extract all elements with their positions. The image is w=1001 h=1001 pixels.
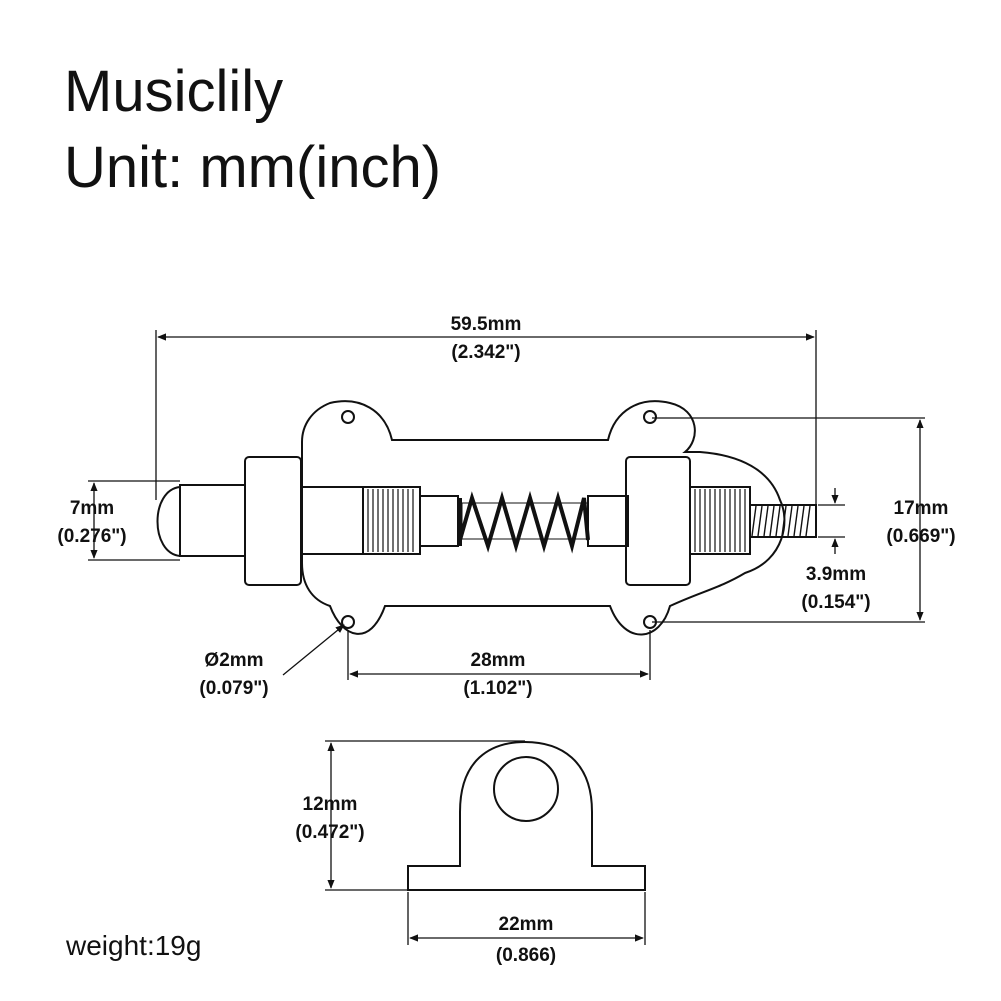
knurl-left — [362, 486, 421, 555]
inner-shaft-right — [587, 495, 629, 547]
label-hole-diameter-mm: Ø2mm — [204, 650, 263, 671]
label-shaft-diameter: 7mm (0.276") — [57, 498, 126, 547]
plunger-tip — [156, 486, 181, 557]
left-block — [244, 456, 302, 586]
side-dimension-lines — [325, 740, 646, 945]
label-side-height-inch: (0.472") — [295, 822, 364, 843]
part-side-view — [407, 740, 646, 891]
brand-title: Musiclily — [64, 59, 284, 124]
label-side-width-mm: 22mm — [499, 914, 554, 935]
plunger-shaft — [179, 484, 246, 557]
header: Musiclily Unit: mm(inch) — [64, 54, 441, 206]
mount-hole-bottom-left — [341, 615, 355, 629]
shaft-left — [300, 486, 364, 555]
knurl-texture — [367, 489, 746, 552]
label-plate-height-inch: (0.669") — [886, 526, 955, 547]
label-plate-height-mm: 17mm — [894, 498, 949, 519]
dimension-lines — [88, 330, 925, 680]
label-hole-diameter-inch: (0.079") — [199, 678, 268, 699]
label-shaft-diameter-inch: (0.276") — [57, 526, 126, 547]
label-thread-diameter-inch: (0.154") — [801, 592, 870, 613]
label-side-width-inch: (0.866) — [496, 945, 556, 966]
label-overall-length-inch: (2.342") — [451, 342, 520, 363]
thread-texture — [751, 505, 811, 537]
label-side-width: 22mm (0.866) — [496, 914, 556, 966]
label-side-height: 12mm (0.472") — [295, 794, 364, 843]
mount-hole-top-right — [643, 410, 657, 424]
label-plate-height: 17mm (0.669") — [886, 498, 955, 547]
inner-shaft-left — [419, 495, 459, 547]
thread-screw — [749, 504, 817, 538]
label-shaft-diameter-mm: 7mm — [70, 498, 114, 519]
label-hole-spacing-mm: 28mm — [471, 650, 526, 671]
label-thread-diameter: 3.9mm (0.154") — [801, 564, 870, 613]
label-hole-diameter: Ø2mm (0.079") — [199, 650, 268, 699]
spring — [458, 490, 590, 554]
side-bore — [493, 756, 559, 822]
side-bracket-outline — [407, 740, 646, 891]
base-plate-outline — [301, 400, 786, 636]
label-overall-length: 59.5mm (2.342") — [451, 314, 522, 363]
part-top-view — [156, 400, 817, 636]
label-hole-spacing-inch: (1.102") — [463, 678, 532, 699]
label-overall-length-mm: 59.5mm — [451, 314, 522, 335]
right-block — [625, 456, 691, 586]
unit-label: Unit: mm(inch) — [64, 135, 442, 200]
label-hole-spacing: 28mm (1.102") — [463, 650, 532, 699]
label-thread-diameter-mm: 3.9mm — [806, 564, 866, 585]
weight-label: weight:19g — [66, 930, 202, 961]
mount-hole-top-left — [341, 410, 355, 424]
label-side-height-mm: 12mm — [303, 794, 358, 815]
